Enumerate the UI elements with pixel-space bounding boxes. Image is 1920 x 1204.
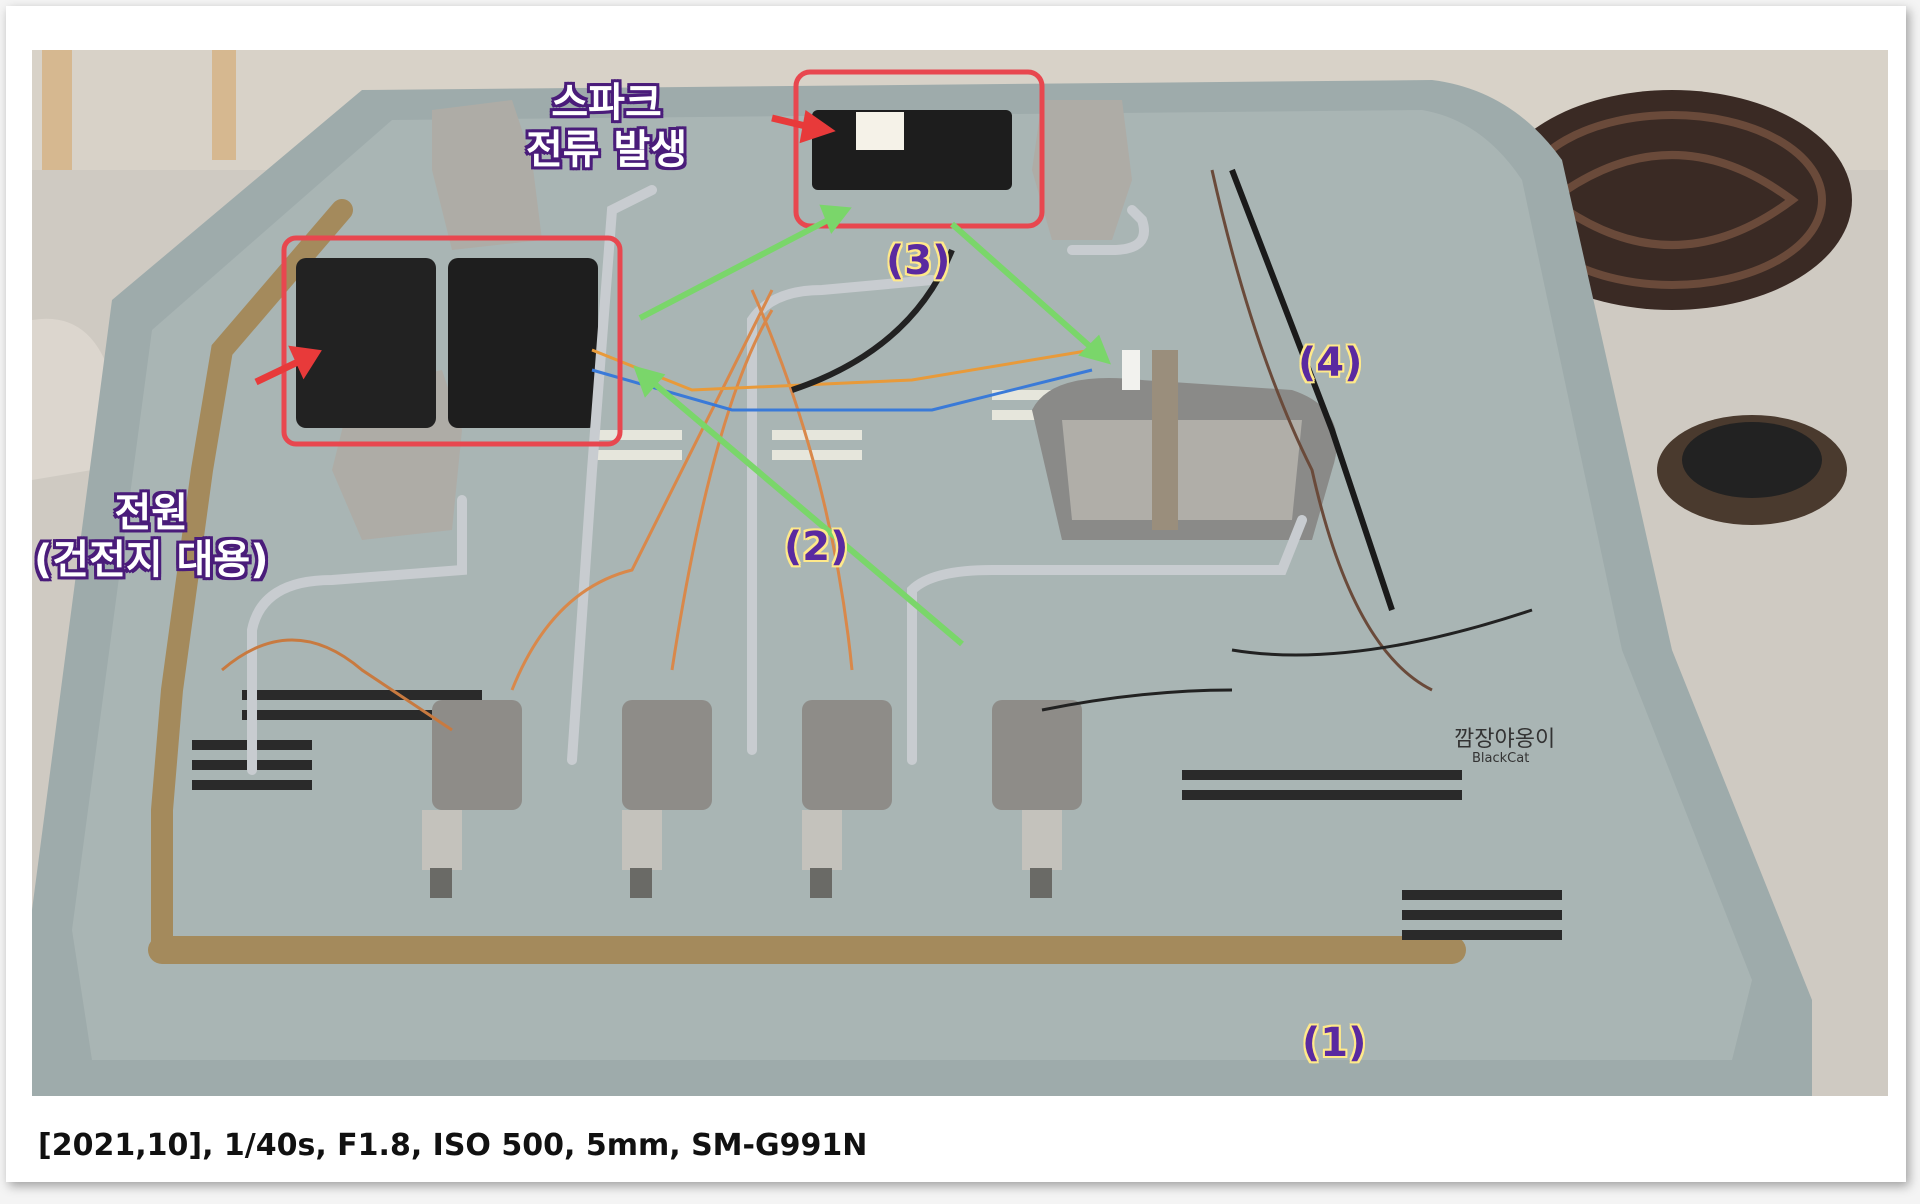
marker-1: (1) [1302,1020,1367,1066]
marker-3: (3) [886,238,951,284]
power-source-label: 전원 (건전지 대용) [34,490,269,584]
watermark: 깜장야옹이 BlackCat [1454,727,1556,767]
marker-4: (4) [1298,340,1363,386]
watermark-sub: BlackCat [1472,751,1530,767]
exif-caption: [2021,10], 1/40s, F1.8, ISO 500, 5mm, SM… [38,1128,868,1163]
watermark-text: 깜장야옹이 [1454,727,1556,752]
photo-frame: 스파크 전류 발생 전원 (건전지 대용) (1) (2) (3) (4) 깜장… [6,6,1906,1182]
spark-generator-label: 스파크 전류 발생 [526,80,688,174]
stove-illustration [32,50,1888,1096]
stove-photo: 스파크 전류 발생 전원 (건전지 대용) (1) (2) (3) (4) 깜장… [32,50,1888,1096]
marker-2: (2) [784,524,849,570]
